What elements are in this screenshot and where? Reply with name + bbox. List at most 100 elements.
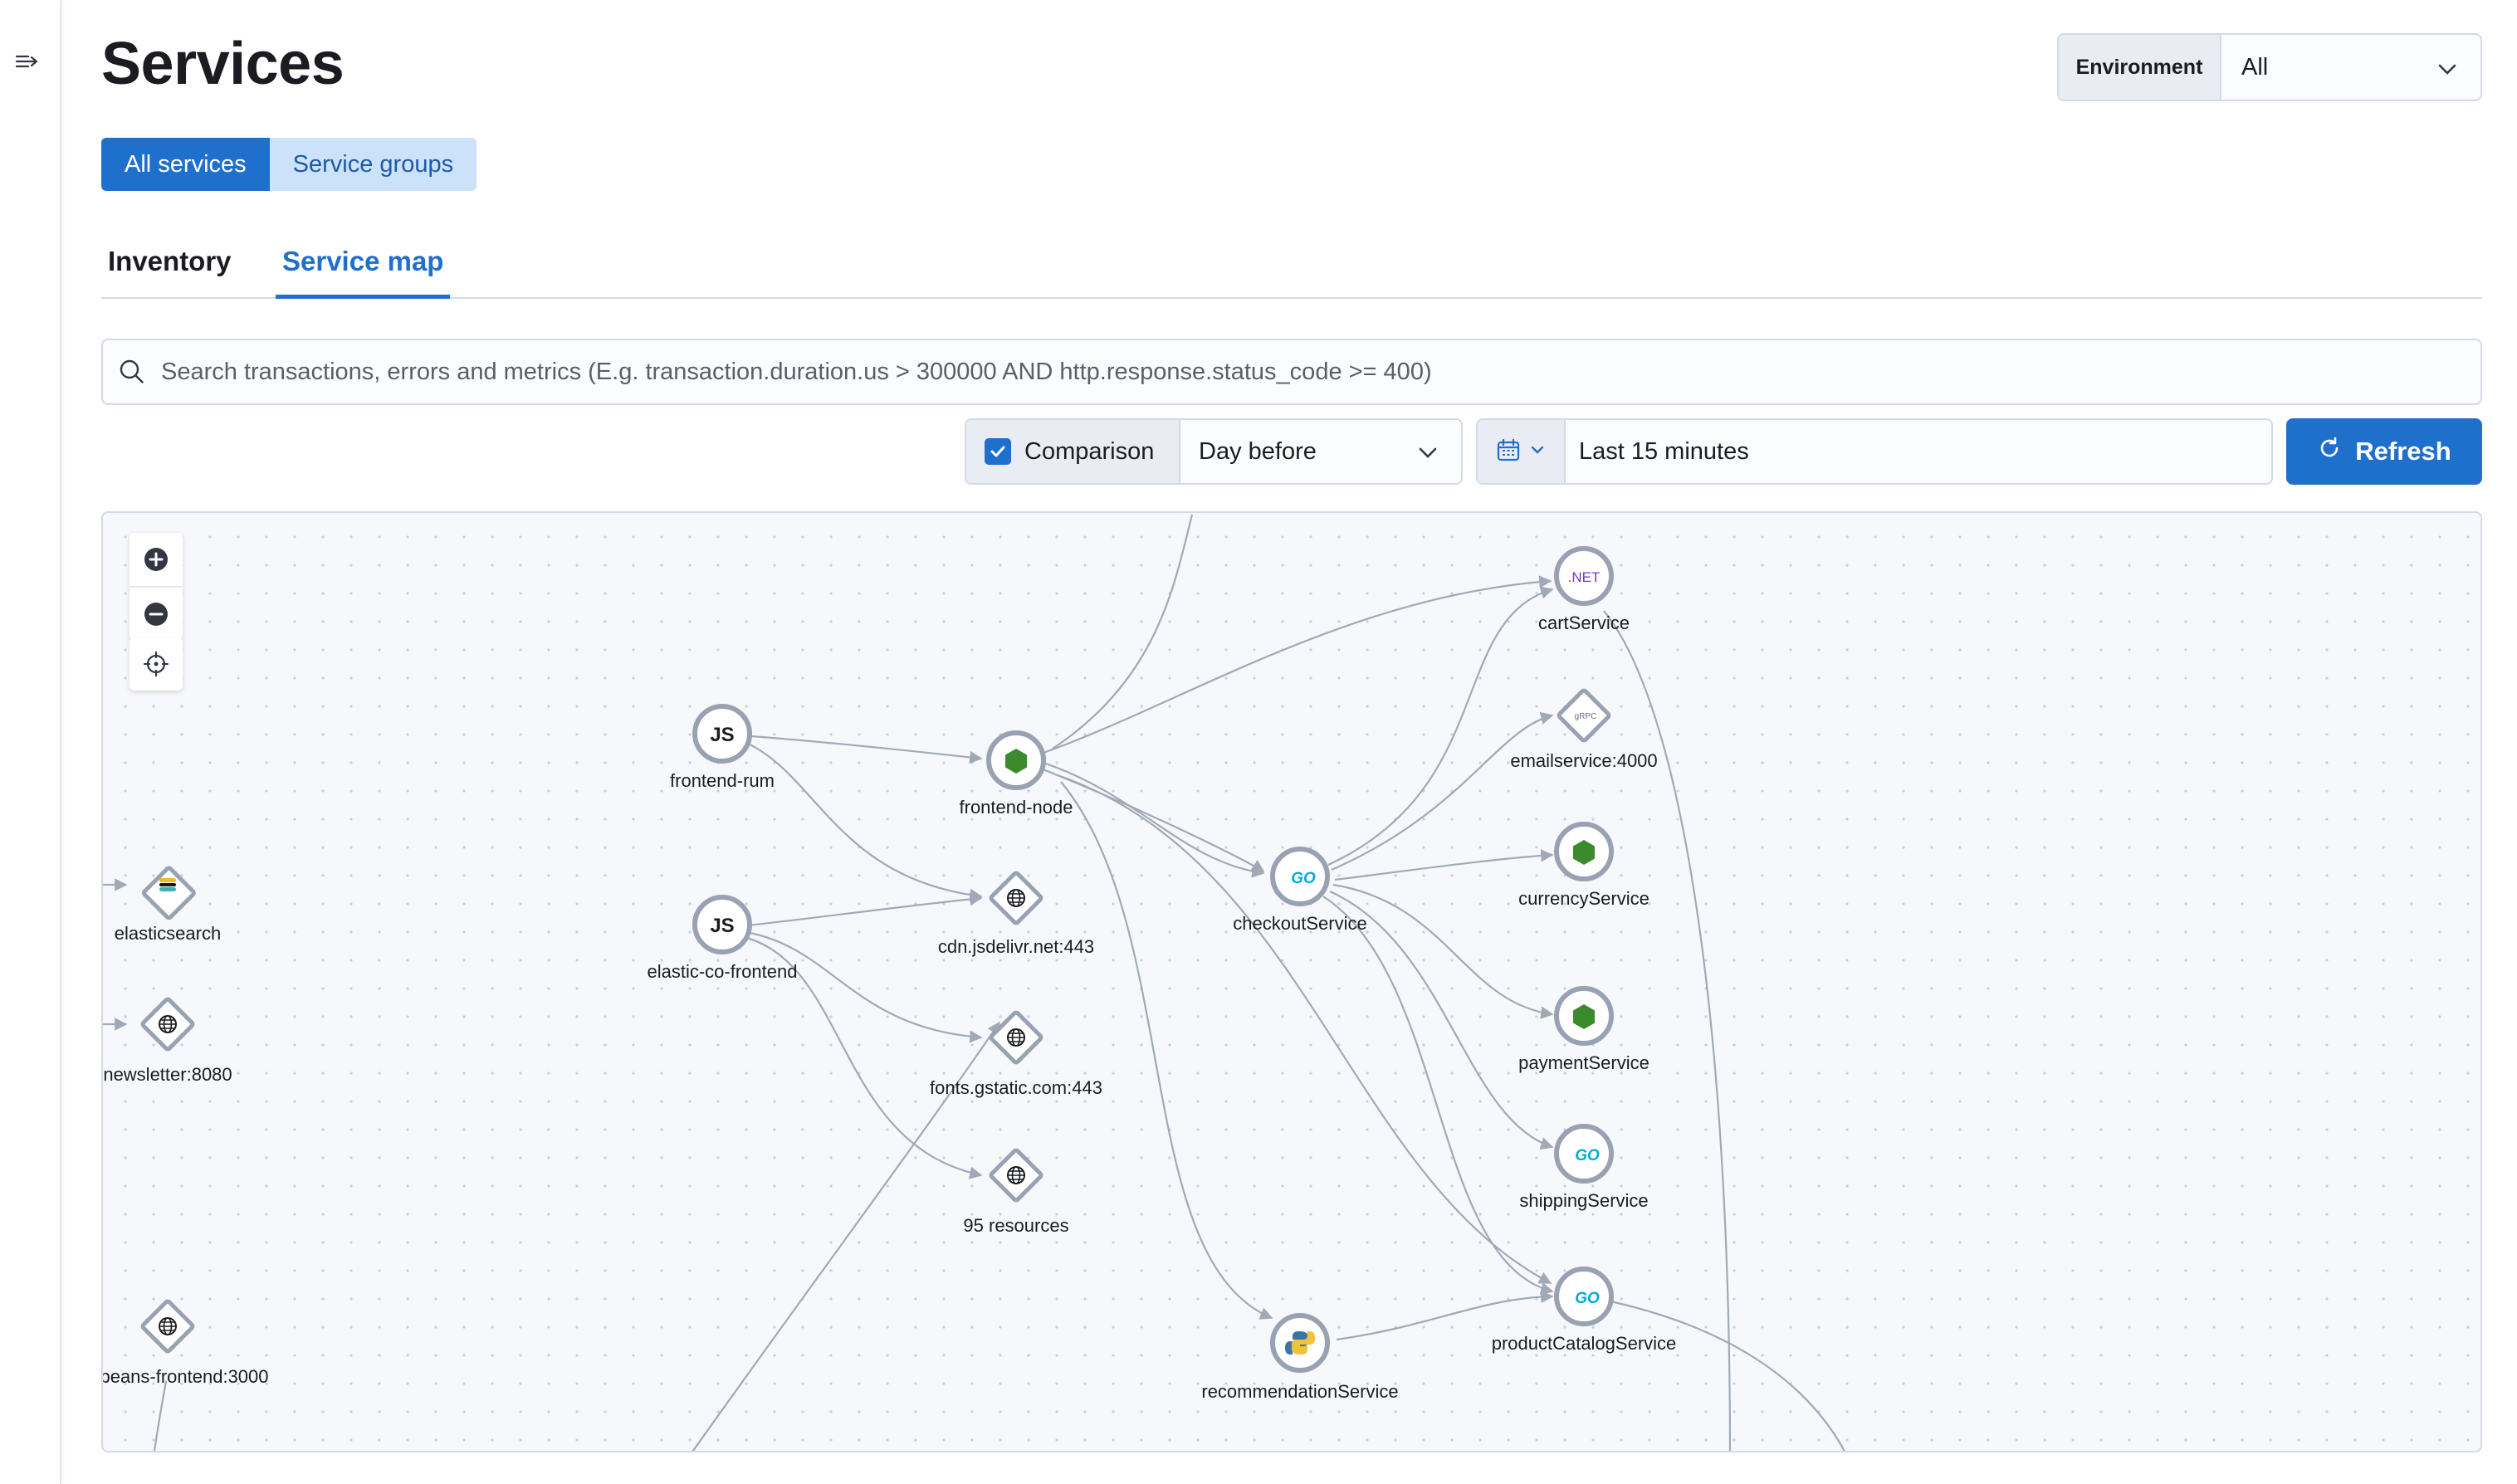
node-currency-service-label: currencyService: [1518, 888, 1649, 909]
grpc-icon: gRPC: [1575, 712, 1597, 721]
comparison-toggle[interactable]: Comparison: [966, 420, 1180, 483]
quick-select-button[interactable]: [1478, 420, 1566, 483]
tab-inventory[interactable]: Inventory: [108, 246, 232, 276]
service-map-graph: elasticsearch newsletter:8080: [103, 514, 1845, 1451]
node-frontend-node[interactable]: frontend-node: [960, 730, 1073, 818]
globe-icon: [1007, 1028, 1025, 1047]
dotnet-icon: .NET: [1568, 569, 1601, 585]
tab-bar: Inventory Service map: [101, 241, 2482, 299]
node-elasticsearch[interactable]: elasticsearch: [115, 866, 221, 944]
node-email-service-shape: [1557, 688, 1611, 743]
node-payment-service[interactable]: paymentService: [1518, 986, 1649, 1073]
main-content: Services Environment All All services Se…: [63, 0, 2517, 1484]
comparison-control: Comparison Day before: [965, 418, 1463, 485]
go-icon: GO: [1291, 870, 1316, 887]
refresh-label: Refresh: [2355, 437, 2451, 466]
service-view-toggle: All services Service groups: [101, 138, 477, 191]
time-range-value[interactable]: Last 15 minutes: [1566, 420, 2271, 483]
zoom-out-icon: [144, 603, 168, 626]
node-cart-service[interactable]: .NET cartService: [1538, 546, 1630, 633]
node-frontend-rum-shape: [692, 704, 752, 764]
page-title: Services: [101, 31, 345, 97]
edge-frontend-node-recommendation: [1060, 781, 1273, 1320]
node-frontend-rum[interactable]: JS frontend-rum: [670, 704, 775, 791]
chevron-down-icon: [1416, 442, 1439, 471]
comparison-checkbox[interactable]: [985, 438, 1011, 465]
node-fonts-gstatic-label: fonts.gstatic.com:443: [930, 1077, 1102, 1098]
node-email-service[interactable]: gRPC emailservice:4000: [1510, 688, 1658, 771]
search-input[interactable]: [161, 358, 2452, 386]
node-product-catalog-service-shape: [1554, 1267, 1614, 1326]
zoom-controls: [130, 533, 183, 641]
node-cart-service-label: cartService: [1538, 613, 1630, 633]
node-frontend-node-label: frontend-node: [960, 797, 1073, 818]
node-beans-frontend-label: beans-frontend:3000: [103, 1366, 269, 1387]
edge-offscreen-fonts: [692, 1021, 1000, 1451]
go-icon: GO: [1575, 1147, 1600, 1164]
edge-frontend-rum-cdn: [740, 739, 983, 901]
node-95-resources[interactable]: 95 resources: [963, 1148, 1069, 1236]
node-beans-frontend[interactable]: beans-frontend:3000: [103, 1299, 269, 1387]
edge-frontend-node-cart: [1040, 575, 1552, 755]
elasticsearch-icon: [159, 878, 176, 891]
python-icon: [1285, 1331, 1315, 1355]
zoom-out-button[interactable]: [130, 588, 183, 641]
node-product-catalog-service[interactable]: GO productCatalogService: [1492, 1267, 1677, 1354]
refresh-button[interactable]: Refresh: [2286, 418, 2482, 485]
node-recommendation-service[interactable]: recommendationService: [1201, 1313, 1399, 1402]
node-elasticsearch-label: elasticsearch: [115, 923, 221, 944]
node-frontend-rum-label: frontend-rum: [670, 770, 775, 791]
center-map-button[interactable]: [130, 637, 183, 691]
globe-icon: [1007, 889, 1025, 907]
refresh-icon: [2317, 436, 2342, 467]
js-icon: JS: [710, 915, 734, 937]
environment-select[interactable]: Environment All: [2057, 33, 2482, 101]
node-shipping-service[interactable]: GO shippingService: [1519, 1124, 1649, 1211]
node-cdn-jsdelivr-label: cdn.jsdelivr.net:443: [938, 936, 1094, 957]
node-checkout-service[interactable]: GO checkoutService: [1233, 847, 1367, 934]
edge-frontend-node-checkout: [1040, 760, 1265, 878]
node-shipping-service-shape: [1554, 1124, 1614, 1184]
center-map-icon: [143, 651, 169, 677]
js-icon: JS: [710, 724, 734, 746]
node-fonts-gstatic[interactable]: fonts.gstatic.com:443: [930, 1010, 1102, 1098]
comparison-period-select[interactable]: Day before: [1180, 420, 1461, 483]
node-product-catalog-service-label: productCatalogService: [1492, 1333, 1677, 1354]
menu-collapse-icon[interactable]: [12, 46, 45, 76]
nodejs-icon: [1005, 749, 1027, 774]
node-currency-service[interactable]: currencyService: [1518, 822, 1649, 909]
node-cart-service-shape: [1554, 546, 1614, 606]
node-elastic-co-frontend[interactable]: JS elastic-co-frontend: [648, 895, 798, 982]
edge-elastic-co-cdn: [740, 892, 983, 928]
tab-service-map[interactable]: Service map: [276, 246, 451, 299]
service-groups-button[interactable]: Service groups: [269, 138, 477, 191]
environment-value[interactable]: All: [2221, 35, 2480, 100]
comparison-label: Comparison: [1024, 437, 1155, 465]
node-newsletter[interactable]: newsletter:8080: [103, 997, 232, 1085]
globe-icon: [159, 1317, 177, 1335]
edge-product-catalog-offscreen: [1610, 1300, 1845, 1451]
environment-label: Environment: [2059, 35, 2221, 100]
environment-selected-value: All: [2241, 53, 2269, 81]
edge-recommendation-product-catalog: [1336, 1290, 1554, 1341]
time-picker: Last 15 minutes: [1476, 418, 2273, 485]
node-cdn-jsdelivr[interactable]: cdn.jsdelivr.net:443: [938, 871, 1094, 957]
edge-elastic-co-fonts: [740, 930, 983, 1043]
service-map-edges: [103, 514, 1845, 1451]
edge-checkout-payment: [1332, 883, 1554, 1019]
search-bar: [101, 339, 2482, 405]
comparison-period-value: Day before: [1199, 437, 1317, 465]
edge-frontend-rum-frontend-node: [740, 734, 983, 764]
edge-elastic-co-95-resources: [740, 935, 983, 1179]
node-elastic-co-frontend-label: elastic-co-frontend: [648, 961, 798, 982]
node-elastic-co-frontend-shape: [692, 895, 752, 954]
zoom-in-button[interactable]: [130, 533, 183, 586]
edge-from-beans-frontend: [153, 1380, 168, 1451]
node-checkout-service-label: checkoutService: [1233, 913, 1366, 934]
globe-icon: [159, 1015, 177, 1033]
node-shipping-service-label: shippingService: [1519, 1190, 1648, 1211]
service-map-canvas[interactable]: elasticsearch newsletter:8080: [101, 511, 2482, 1452]
chevron-down-icon: [2436, 58, 2459, 88]
all-services-button[interactable]: All services: [101, 138, 270, 191]
edge-checkout-product-catalog: [1322, 896, 1554, 1295]
